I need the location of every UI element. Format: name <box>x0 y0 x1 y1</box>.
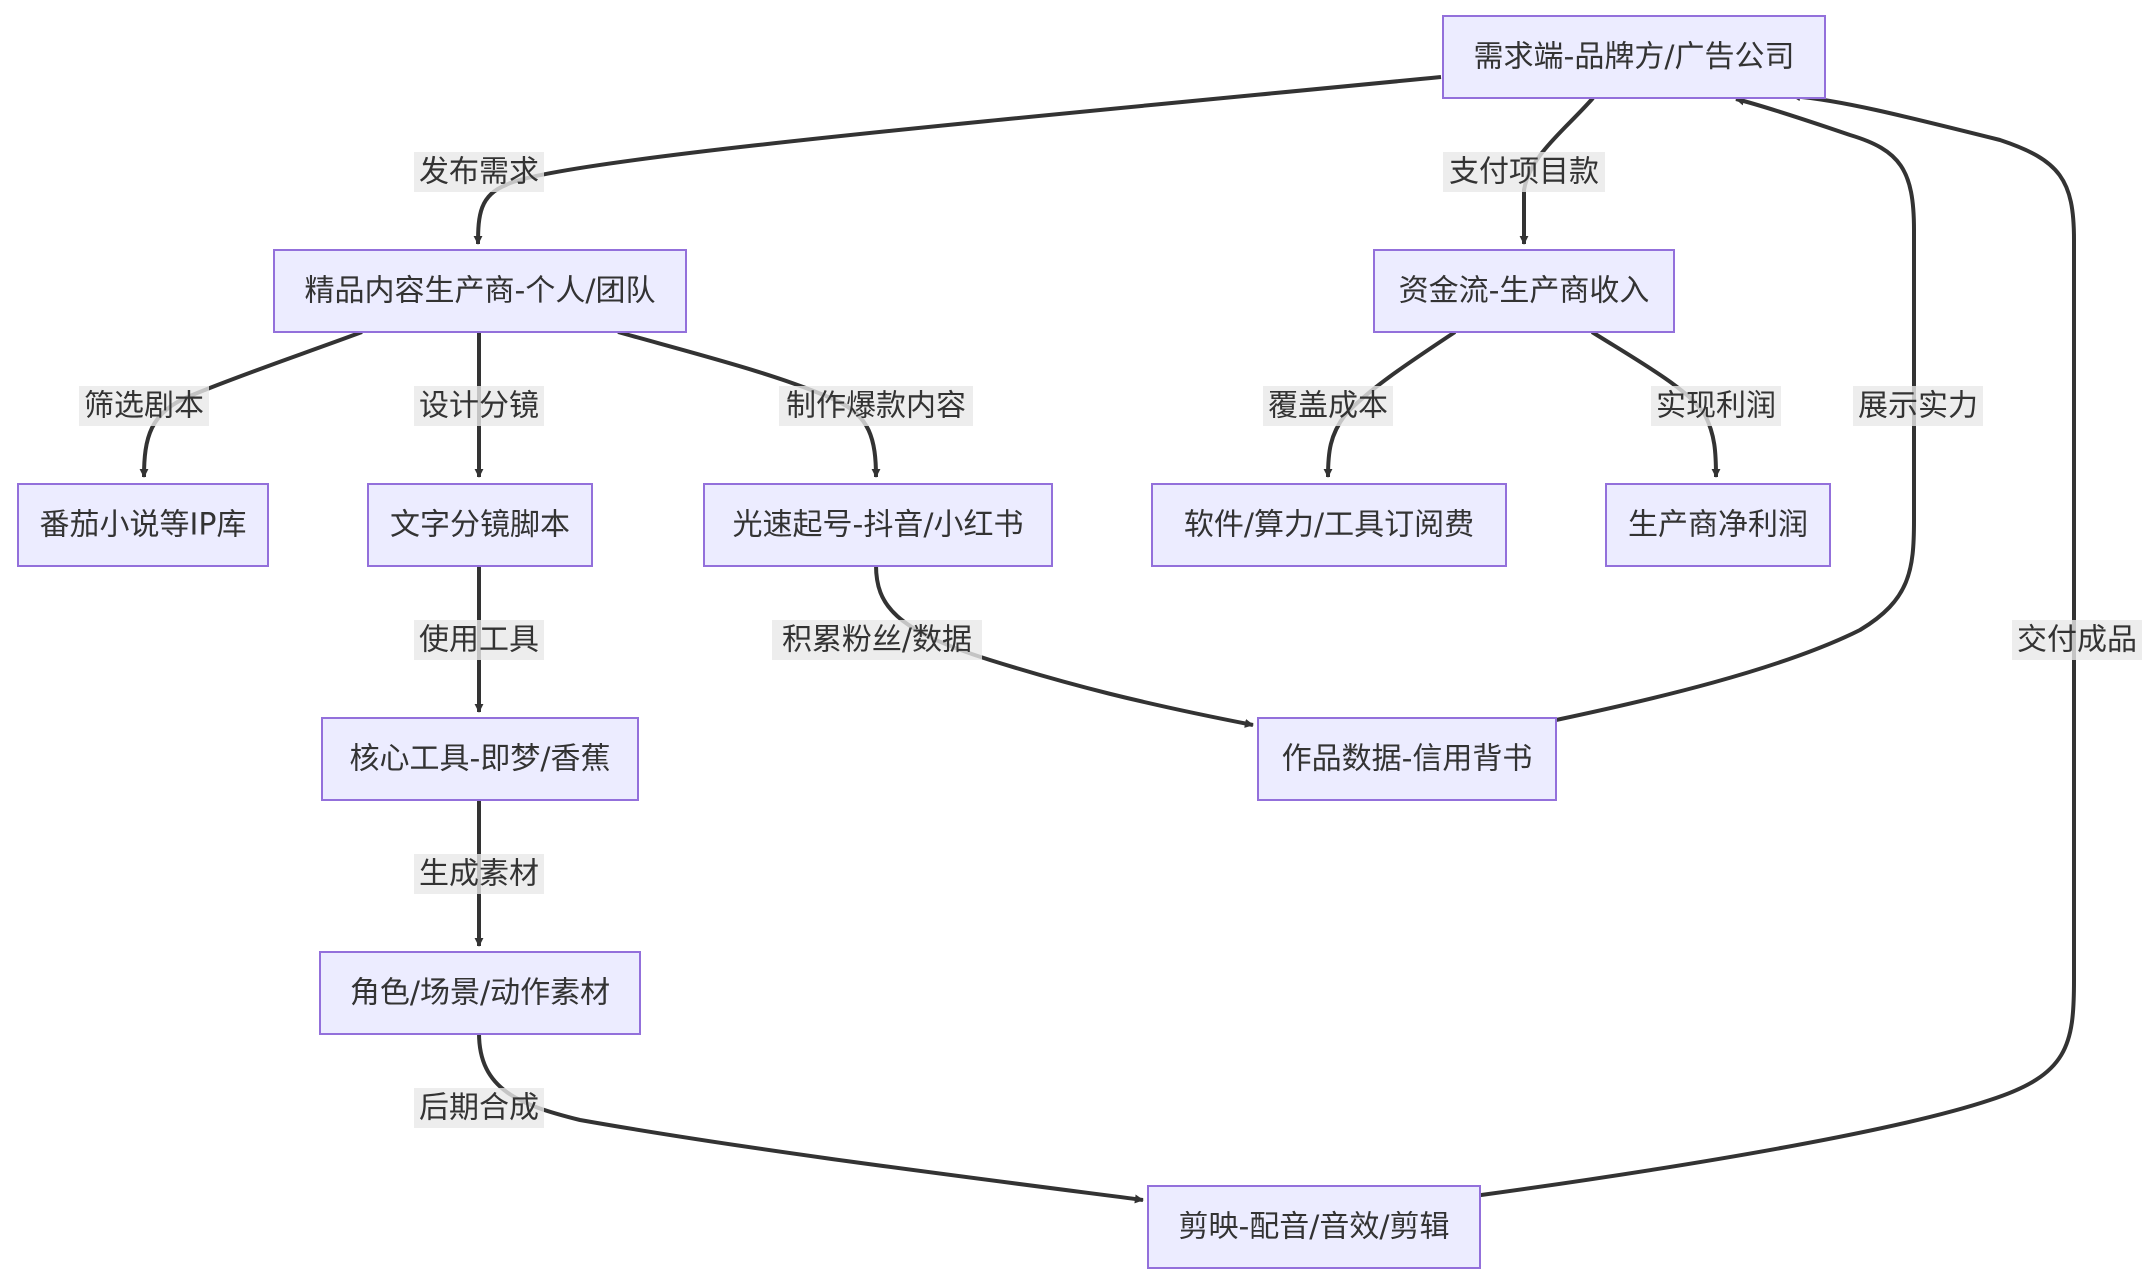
svg-text:核心工具-即梦/香蕉: 核心工具-即梦/香蕉 <box>350 742 611 777</box>
edge-label-design: 设计分镜 <box>414 386 544 426</box>
edge-label-showcase: 展示实力 <box>1853 386 1983 426</box>
node-tool[interactable]: 核心工具-即梦/香蕉 <box>321 717 639 801</box>
svg-text:筛选剧本: 筛选剧本 <box>84 389 204 424</box>
svg-text:番茄小说等IP库: 番茄小说等IP库 <box>40 508 247 543</box>
svg-text:剪映-配音/音效/剪辑: 剪映-配音/音效/剪辑 <box>1178 1210 1449 1245</box>
svg-text:光速起号-抖音/小红书: 光速起号-抖音/小红书 <box>733 508 1024 543</box>
svg-text:制作爆款内容: 制作爆款内容 <box>786 389 966 424</box>
edge-label-publish: 发布需求 <box>414 152 544 192</box>
svg-text:软件/算力/工具订阅费: 软件/算力/工具订阅费 <box>1184 508 1474 543</box>
svg-text:文字分镜脚本: 文字分镜脚本 <box>390 508 570 543</box>
svg-text:交付成品: 交付成品 <box>2017 623 2137 658</box>
svg-text:生成素材: 生成素材 <box>419 857 539 892</box>
svg-text:后期合成: 后期合成 <box>419 1091 539 1126</box>
edge-demand-producer <box>473 75 1442 245</box>
edge-labels: 发布需求 支付项目款 筛选剧本 设计分镜 制作爆款内容 覆盖成本 实现利润 展 <box>79 152 2142 1128</box>
edge-portfolio-demand <box>1555 96 1916 722</box>
node-ip[interactable]: 番茄小说等IP库 <box>17 483 269 567</box>
edge-label-cover: 覆盖成本 <box>1263 386 1393 426</box>
edge-label-deliver: 交付成品 <box>2012 620 2142 660</box>
svg-text:展示实力: 展示实力 <box>1858 389 1978 424</box>
node-profit[interactable]: 生产商净利润 <box>1605 483 1831 567</box>
edge-editing-demand <box>1473 92 2076 1198</box>
edge-label-screen: 筛选剧本 <box>79 386 209 426</box>
edge-label-generate: 生成素材 <box>414 854 544 894</box>
edge-label-realize: 实现利润 <box>1651 386 1781 426</box>
svg-text:生产商净利润: 生产商净利润 <box>1628 508 1808 543</box>
edge-label-use-tool: 使用工具 <box>414 620 544 660</box>
svg-text:作品数据-信用背书: 作品数据-信用背书 <box>1282 742 1533 777</box>
svg-text:覆盖成本: 覆盖成本 <box>1268 389 1388 424</box>
svg-text:发布需求: 发布需求 <box>419 155 539 190</box>
node-storyboard[interactable]: 文字分镜脚本 <box>367 483 593 567</box>
edge-launch-portfolio <box>874 564 1254 728</box>
edge-label-accumulate: 积累粉丝/数据 <box>772 620 982 660</box>
svg-text:支付项目款: 支付项目款 <box>1449 155 1599 190</box>
node-assets[interactable]: 角色/场景/动作素材 <box>319 951 641 1035</box>
edge-label-pay: 支付项目款 <box>1443 152 1605 192</box>
node-demand[interactable]: 需求端-品牌方/广告公司 <box>1442 15 1826 99</box>
svg-text:使用工具: 使用工具 <box>419 623 539 658</box>
svg-text:实现利润: 实现利润 <box>1656 389 1776 424</box>
node-cost[interactable]: 软件/算力/工具订阅费 <box>1151 483 1507 567</box>
svg-text:角色/场景/动作素材: 角色/场景/动作素材 <box>350 976 610 1011</box>
svg-text:精品内容生产商-个人/团队: 精品内容生产商-个人/团队 <box>305 274 656 309</box>
node-cashflow[interactable]: 资金流-生产商收入 <box>1373 249 1675 333</box>
svg-text:设计分镜: 设计分镜 <box>419 389 539 424</box>
node-launch[interactable]: 光速起号-抖音/小红书 <box>703 483 1053 567</box>
node-editing[interactable]: 剪映-配音/音效/剪辑 <box>1147 1185 1481 1269</box>
edge-label-post: 后期合成 <box>414 1088 544 1128</box>
svg-text:需求端-品牌方/广告公司: 需求端-品牌方/广告公司 <box>1474 40 1795 75</box>
svg-text:资金流-生产商收入: 资金流-生产商收入 <box>1399 274 1650 309</box>
edge-label-viral: 制作爆款内容 <box>779 386 973 426</box>
edge-assets-editing <box>477 1032 1144 1204</box>
node-portfolio[interactable]: 作品数据-信用背书 <box>1257 717 1557 801</box>
nodes: 需求端-品牌方/广告公司 精品内容生产商-个人/团队 资金流-生产商收入 番茄小… <box>17 15 1831 1269</box>
svg-text:积累粉丝/数据: 积累粉丝/数据 <box>782 623 972 658</box>
node-producer[interactable]: 精品内容生产商-个人/团队 <box>273 249 687 333</box>
